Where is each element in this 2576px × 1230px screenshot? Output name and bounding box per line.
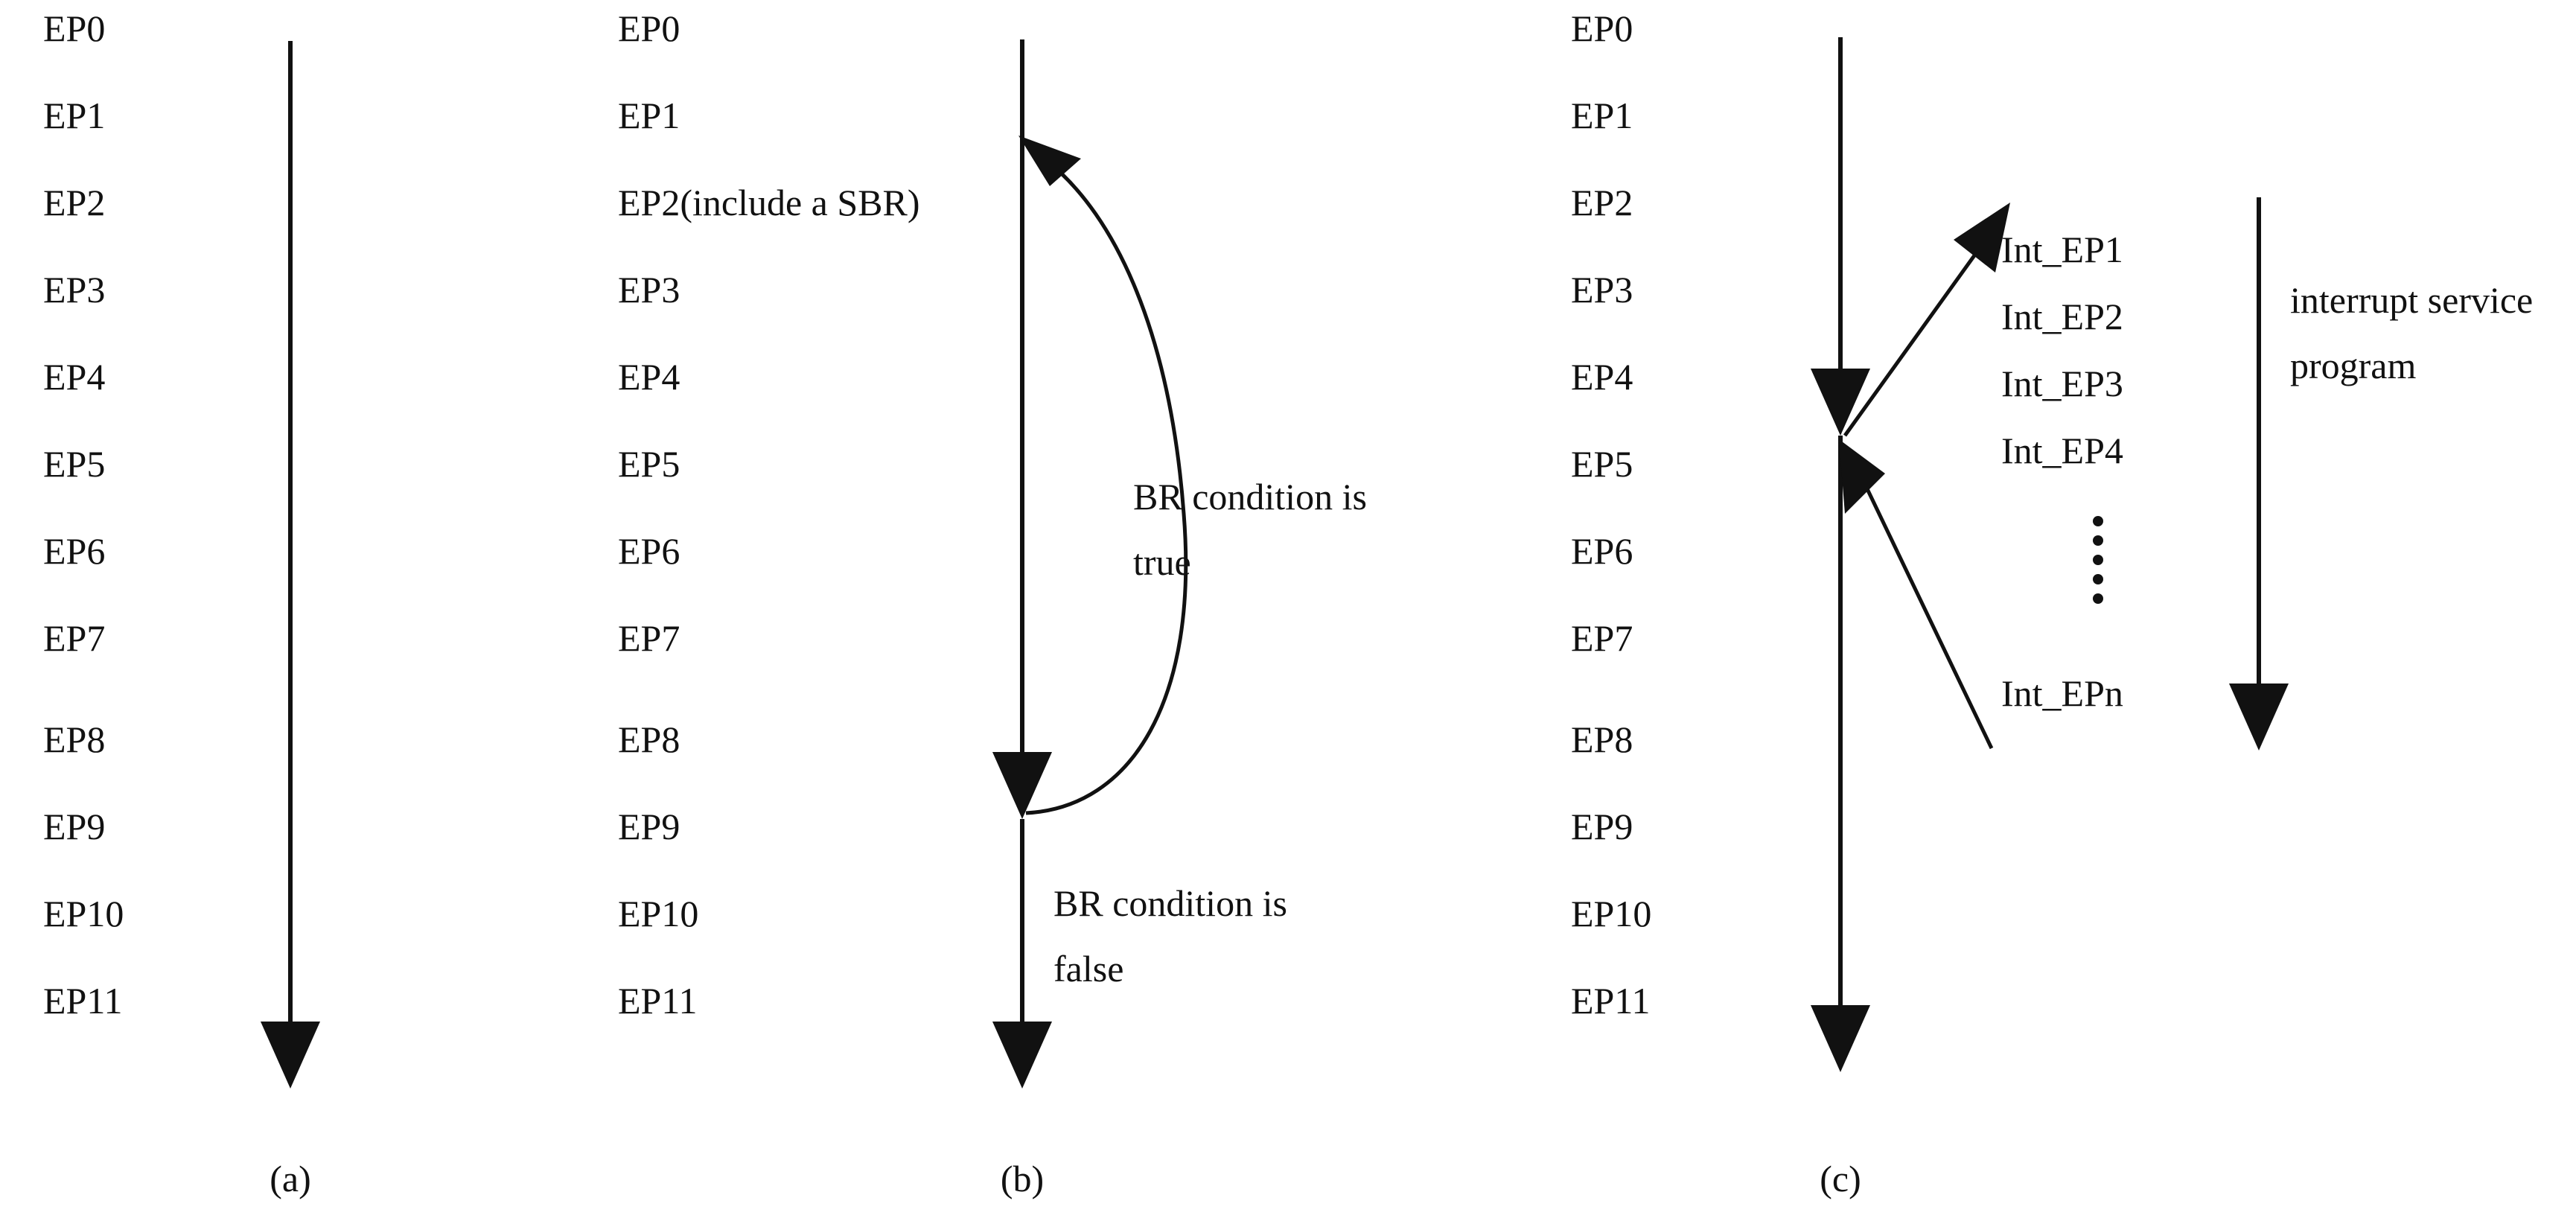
panel-c-ep-label-9: EP9 bbox=[1571, 806, 1633, 847]
panel-c-interrupt-dispatch-arrowhead bbox=[1954, 203, 2010, 273]
panel-a-ep-label-2: EP2 bbox=[43, 182, 105, 223]
panel-c-interrupt-entry-arrowhead bbox=[1811, 369, 1870, 436]
panel-c-ep-label-8: EP8 bbox=[1571, 718, 1633, 760]
panel-b-ep-label-4: EP4 bbox=[618, 356, 680, 398]
panel-c-ep-label-3: EP3 bbox=[1571, 269, 1633, 310]
panel-a-timeline-arrowhead bbox=[261, 1022, 320, 1089]
panel-c-interrupt-return-line bbox=[1859, 475, 1994, 750]
panel-c-ep-label-1: EP1 bbox=[1571, 95, 1633, 136]
panel-c-interrupt-dispatch-line bbox=[1843, 235, 1990, 437]
panel-b-ep-label-7: EP7 bbox=[618, 617, 680, 659]
panel-b-branch-true-note-line1: BR condition is bbox=[1133, 476, 1367, 517]
panel-c-isr-note-line1: interrupt service bbox=[2290, 279, 2533, 321]
panel-c-ep-label-10: EP10 bbox=[1571, 893, 1651, 934]
panel-c-int-label-2: Int_EP2 bbox=[2001, 296, 2123, 337]
panel-b-back-branch-curve bbox=[1025, 159, 1188, 815]
panel-c-ep-label-6: EP6 bbox=[1571, 530, 1633, 572]
panel-c-int-label-n: Int_EPn bbox=[2001, 672, 2123, 714]
panel-c-timeline-arrowhead bbox=[1811, 1005, 1870, 1072]
panel-b-ep-label-11: EP11 bbox=[618, 980, 698, 1022]
panel-b-branch-target-arrowhead bbox=[992, 752, 1052, 819]
panel-a-ep-label-4: EP4 bbox=[43, 356, 105, 398]
panel-c-interrupt-return-arrowhead bbox=[1839, 439, 1885, 514]
panel-c-isr-arrowhead bbox=[2229, 683, 2289, 751]
panel-c-ep-label-0: EP0 bbox=[1571, 7, 1633, 49]
panel-c-caption: (c) bbox=[1820, 1158, 1861, 1199]
panel-c-int-label-4: Int_EP4 bbox=[2001, 430, 2123, 471]
panel-b-ep-label-1: EP1 bbox=[618, 95, 680, 136]
panel-b-ep-label-9: EP9 bbox=[618, 806, 680, 847]
panel-c-isr-note-line2: program bbox=[2290, 345, 2416, 386]
panel-a-caption: (a) bbox=[270, 1158, 311, 1199]
panel-c-int-label-3: Int_EP3 bbox=[2001, 363, 2123, 404]
panel-b-caption: (b) bbox=[1001, 1158, 1044, 1199]
panel-b-ep-label-0: EP0 bbox=[618, 7, 680, 49]
panel-a-ep-label-8: EP8 bbox=[43, 718, 105, 760]
panel-a-ep-label-9: EP9 bbox=[43, 806, 105, 847]
panel-c-int-ellipsis-icon bbox=[2093, 516, 2103, 604]
panel-b-ep-label-6: EP6 bbox=[618, 530, 680, 572]
panel-b-ep-label-8: EP8 bbox=[618, 718, 680, 760]
panel-b-branch-false-note-line1: BR condition is bbox=[1053, 882, 1287, 924]
panel-c-ep-label-4: EP4 bbox=[1571, 356, 1633, 398]
panel-c-ep-label-7: EP7 bbox=[1571, 617, 1633, 659]
panel-c-ep-label-5: EP5 bbox=[1571, 443, 1633, 485]
panel-a-ep-label-7: EP7 bbox=[43, 617, 105, 659]
panel-a-ep-label-6: EP6 bbox=[43, 530, 105, 572]
panel-b-branch-true-note-line2: true bbox=[1133, 541, 1191, 583]
panel-a-ep-label-11: EP11 bbox=[43, 980, 123, 1022]
panel-b-ep-label-2: EP2(include a SBR) bbox=[618, 182, 920, 223]
panel-a: EP0 EP1 EP2 EP3 EP4 EP5 EP6 EP7 EP8 EP9 … bbox=[43, 7, 320, 1199]
panel-b-branch-false-note-line2: false bbox=[1053, 948, 1123, 990]
panel-a-ep-label-3: EP3 bbox=[43, 269, 105, 310]
panel-c-int-label-1: Int_EP1 bbox=[2001, 229, 2123, 270]
panel-b-ep-label-3: EP3 bbox=[618, 269, 680, 310]
panel-b-ep-label-5: EP5 bbox=[618, 443, 680, 485]
panel-a-ep-label-0: EP0 bbox=[43, 7, 105, 49]
panel-c-ep-label-11: EP11 bbox=[1571, 980, 1651, 1022]
panel-b-back-branch-arrowhead bbox=[1018, 136, 1081, 186]
panel-a-ep-label-10: EP10 bbox=[43, 893, 124, 934]
panel-b: EP0 EP1 EP2(include a SBR) EP3 EP4 EP5 E… bbox=[618, 7, 1367, 1199]
panel-c: EP0 EP1 EP2 EP3 EP4 EP5 EP6 EP7 EP8 EP9 … bbox=[1571, 7, 2533, 1199]
panel-c-ep-label-2: EP2 bbox=[1571, 182, 1633, 223]
panel-a-ep-label-1: EP1 bbox=[43, 95, 105, 136]
panel-a-ep-label-5: EP5 bbox=[43, 443, 105, 485]
panel-b-ep-label-10: EP10 bbox=[618, 893, 698, 934]
panel-b-timeline-arrowhead bbox=[992, 1022, 1052, 1089]
